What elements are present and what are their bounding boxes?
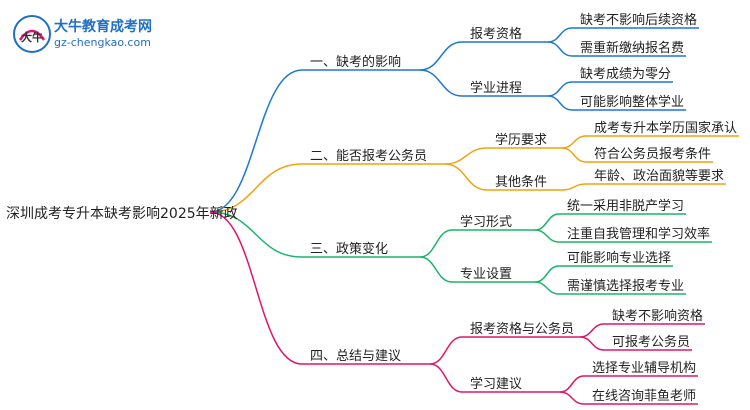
edge-root-branch-3: [209, 211, 303, 258]
branch-2-label: 二、能否报考公务员: [310, 148, 427, 164]
mindmap-edges: [209, 27, 739, 405]
leaf-2-1-1: 成考专升本学历国家承认: [594, 120, 737, 136]
edge-branch-3-child-2: [419, 256, 453, 283]
leaf-1-1-2: 需重新缴纳报名费: [580, 40, 684, 56]
edge-branch-2-child-1: [444, 147, 488, 165]
edge-leaf-2-1-2: [561, 147, 587, 163]
edge-leaf-4-2-1: [559, 375, 585, 393]
edge-leaf-1-1-1: [547, 27, 573, 43]
leaf-3-1-1: 统一采用非脱产学习: [567, 198, 684, 214]
branch-1-child-1-label: 报考资格: [470, 26, 522, 42]
edge-branch-1-child-1: [419, 41, 463, 71]
site-logo[interactable]: 大牛 大牛教育成考网 gz-chengkao.com: [12, 14, 172, 54]
edge-leaf-1-2-1: [547, 81, 573, 97]
logo-site-url: gz-chengkao.com: [54, 36, 151, 49]
edge-leaf-3-2-1: [534, 265, 560, 283]
leaf-3-1-2: 注重自我管理和学习效率: [567, 226, 710, 242]
leaf-1-2-2: 可能影响整体学业: [580, 94, 684, 110]
mindmap-root: 深圳成考专升本缺考影响2025年新政: [6, 206, 238, 222]
logo-mark-icon: 大牛: [13, 15, 51, 53]
branch-3-child-2-label: 专业设置: [460, 267, 512, 282]
branch-3-child-1-label: 学习形式: [460, 214, 512, 230]
edge-branch-2-child-2: [444, 163, 488, 191]
branch-1-child-2-label: 学业进程: [470, 80, 522, 96]
leaf-3-2-2: 需谨慎选择报考专业: [567, 279, 684, 294]
leaf-2-1-2: 符合公务员报考条件: [594, 146, 711, 162]
branch-4-child-2-label: 学习建议: [470, 376, 522, 392]
branch-4-child-1-label: 报考资格与公务员: [470, 321, 574, 337]
edge-leaf-4-1-1: [579, 323, 605, 338]
edge-root-branch-1: [209, 69, 303, 213]
edge-root-branch-2: [209, 163, 303, 213]
edge-leaf-3-1-2: [534, 229, 560, 243]
logo-mark-text: 大牛: [21, 30, 43, 44]
edge-branch-4-child-2: [429, 363, 463, 393]
edge-leaf-2-2-1: [561, 183, 587, 191]
mindmap-nodes: 深圳成考专升本缺考影响2025年新政 一、缺考的影响报考资格缺考不影响后续资格需…: [6, 12, 737, 404]
edge-leaf-3-1-1: [534, 213, 560, 231]
leaf-1-1-1: 缺考不影响后续资格: [580, 12, 697, 28]
leaf-4-1-1: 缺考不影响资格: [612, 308, 703, 324]
leaf-4-1-2: 可报考公务员: [612, 334, 690, 350]
edge-branch-3-child-1: [419, 229, 453, 258]
leaf-1-2-1: 缺考成绩为零分: [580, 67, 671, 82]
logo-site-name: 大牛教育成考网: [54, 19, 152, 35]
edge-leaf-1-1-2: [547, 41, 573, 57]
edge-branch-1-child-2: [419, 69, 463, 97]
branch-1-label: 一、缺考的影响: [310, 54, 401, 70]
leaf-2-2-1: 年龄、政治面貌等要求: [594, 168, 724, 184]
edge-leaf-1-2-2: [547, 95, 573, 111]
branch-2-child-1-label: 学历要求: [495, 132, 547, 148]
edge-leaf-3-2-2: [534, 281, 560, 295]
edge-root-branch-4: [209, 211, 303, 365]
leaf-4-2-1: 选择专业辅导机构: [592, 361, 696, 376]
leaf-4-2-2: 在线咨询菲鱼老师: [592, 388, 696, 404]
branch-2-child-2-label: 其他条件: [495, 174, 547, 190]
edge-leaf-4-1-2: [579, 336, 605, 351]
branch-3-label: 三、政策变化: [310, 241, 388, 257]
edge-leaf-2-1-1: [561, 135, 587, 149]
branch-4-label: 四、总结与建议: [310, 349, 401, 364]
leaf-3-2-1: 可能影响专业选择: [567, 250, 671, 266]
edge-branch-4-child-1: [429, 336, 463, 365]
edge-leaf-4-2-2: [559, 391, 585, 405]
